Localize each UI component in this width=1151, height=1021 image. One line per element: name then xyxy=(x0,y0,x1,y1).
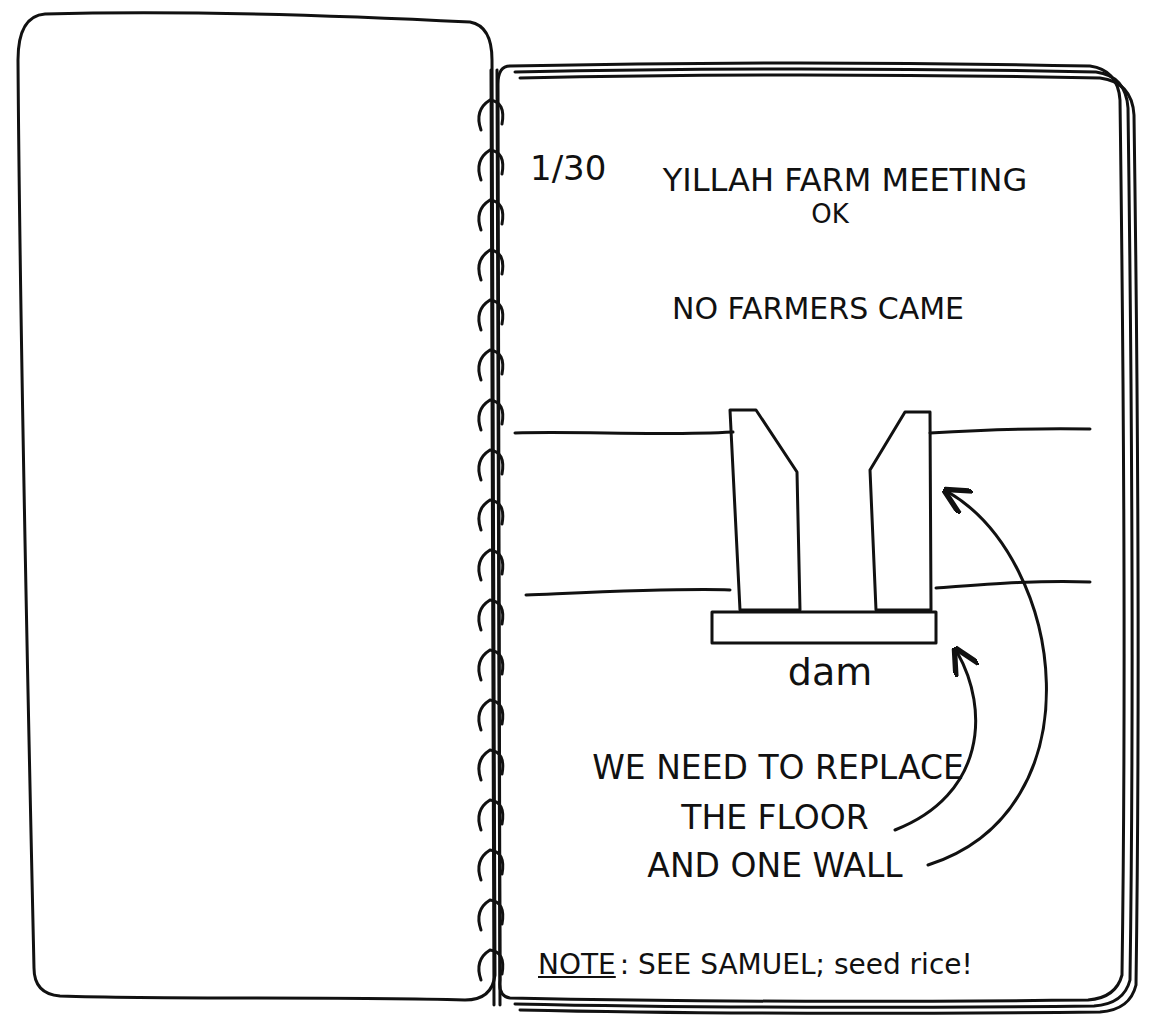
spiral-coil xyxy=(479,850,503,880)
dam-wall xyxy=(870,412,931,610)
note-line: AND ONE WALL xyxy=(647,848,902,884)
spiral-coil xyxy=(479,600,503,630)
spiral-coil xyxy=(479,100,503,130)
spiral-coil xyxy=(479,950,503,980)
page-edge xyxy=(498,63,1124,1001)
leader-arrow xyxy=(928,492,1046,865)
note-line: NO FARMERS CAME xyxy=(672,292,964,325)
spiral-coil xyxy=(479,500,503,530)
dam-wall xyxy=(730,410,800,610)
spiral-coil xyxy=(479,450,503,480)
spine xyxy=(497,70,500,1005)
river-bank xyxy=(936,581,1090,588)
note-heading: NOTE xyxy=(538,950,616,981)
spiral-coil xyxy=(479,400,503,430)
page-edge xyxy=(520,75,1138,1013)
leader-arrow xyxy=(895,652,976,830)
page-edge xyxy=(515,69,1132,1007)
meeting-title: YILLAH FARM MEETING xyxy=(663,163,1028,198)
spiral-coil xyxy=(479,750,503,780)
spiral-coil xyxy=(479,550,503,580)
river-bank xyxy=(930,429,1090,433)
spiral-coil xyxy=(479,350,503,380)
spine xyxy=(491,70,494,1005)
status-note: OK xyxy=(811,200,849,229)
spiral-coil xyxy=(479,650,503,680)
note-line: THE FLOOR xyxy=(681,800,868,836)
spiral-coil xyxy=(479,800,503,830)
left-cover xyxy=(18,13,495,1000)
note-line: WE NEED TO REPLACE xyxy=(592,750,964,786)
river-bank xyxy=(526,589,730,595)
date: 1/30 xyxy=(530,150,606,187)
part-label: dam xyxy=(788,652,872,694)
spiral-coil xyxy=(479,300,503,330)
river-bank xyxy=(515,432,733,434)
spiral-coil xyxy=(479,150,503,180)
spiral-coil xyxy=(479,200,503,230)
dam-floor xyxy=(712,612,936,643)
spiral-coil xyxy=(479,700,503,730)
spiral-coil xyxy=(479,900,503,930)
spiral-coil xyxy=(479,250,503,280)
note-line: : SEE SAMUEL; seed rice! xyxy=(620,950,973,981)
